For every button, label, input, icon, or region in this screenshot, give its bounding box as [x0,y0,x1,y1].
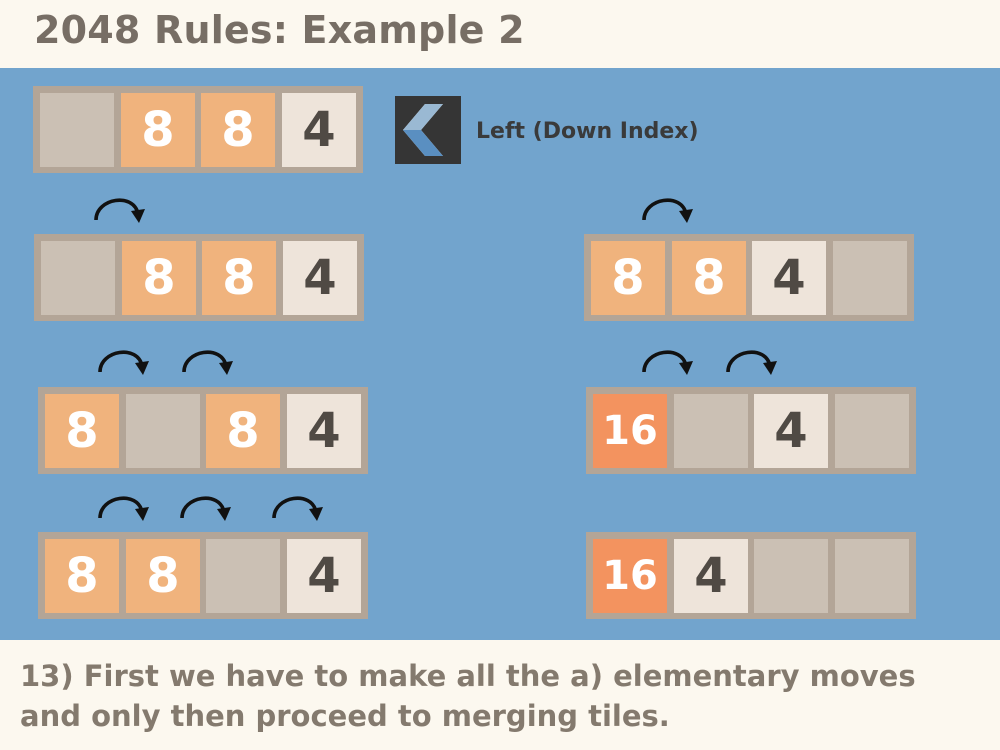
board-row-left-3: 8 8 4 [38,532,368,619]
board-row-right-2: 16 4 [586,532,916,619]
tile: 8 [122,241,196,315]
board-row-left-1: 8 8 4 [34,234,364,321]
curved-arrow-icon [642,198,693,223]
page-title: 2048 Rules: Example 2 [34,8,525,52]
tile: 16 [593,394,667,468]
tile: 4 [752,241,826,315]
tile [835,394,909,468]
direction-left-button[interactable] [395,96,461,164]
curved-arrow-icon [98,496,149,521]
tile [41,241,115,315]
tile: 8 [206,394,280,468]
board-row-right-1: 16 4 [586,387,916,474]
tile: 4 [287,539,361,613]
tile: 16 [593,539,667,613]
tile [833,241,907,315]
tile [126,394,200,468]
tile [674,394,748,468]
tile: 8 [201,93,275,167]
board-row-left-2: 8 8 4 [38,387,368,474]
tile: 4 [287,394,361,468]
tile: 8 [45,539,119,613]
curved-arrow-icon [182,350,233,375]
tile: 8 [121,93,195,167]
tile: 4 [283,241,357,315]
curved-arrow-icon [98,350,149,375]
curved-arrow-icon [726,350,777,375]
direction-label: Left (Down Index) [476,119,699,144]
tile: 4 [674,539,748,613]
curved-arrow-icon [642,350,693,375]
tile: 8 [672,241,746,315]
board-row-right-0: 8 8 4 [584,234,914,321]
tile: 4 [282,93,356,167]
tile [206,539,280,613]
curved-arrow-icon [94,198,145,223]
tile: 8 [126,539,200,613]
board-row-left-0: 8 8 4 [33,86,363,173]
caption-line-2: and only then proceed to merging tiles. [20,699,670,733]
tile [754,539,828,613]
tile: 8 [45,394,119,468]
tile [40,93,114,167]
tile [835,539,909,613]
curved-arrow-icon [180,496,231,521]
caption-line-1: 13) First we have to make all the a) ele… [20,659,916,693]
tile: 4 [754,394,828,468]
curved-arrow-icon [272,496,323,521]
caption-text: 13) First we have to make all the a) ele… [20,656,980,736]
tile: 8 [202,241,276,315]
tile: 8 [591,241,665,315]
chevron-left-icon [403,104,443,156]
